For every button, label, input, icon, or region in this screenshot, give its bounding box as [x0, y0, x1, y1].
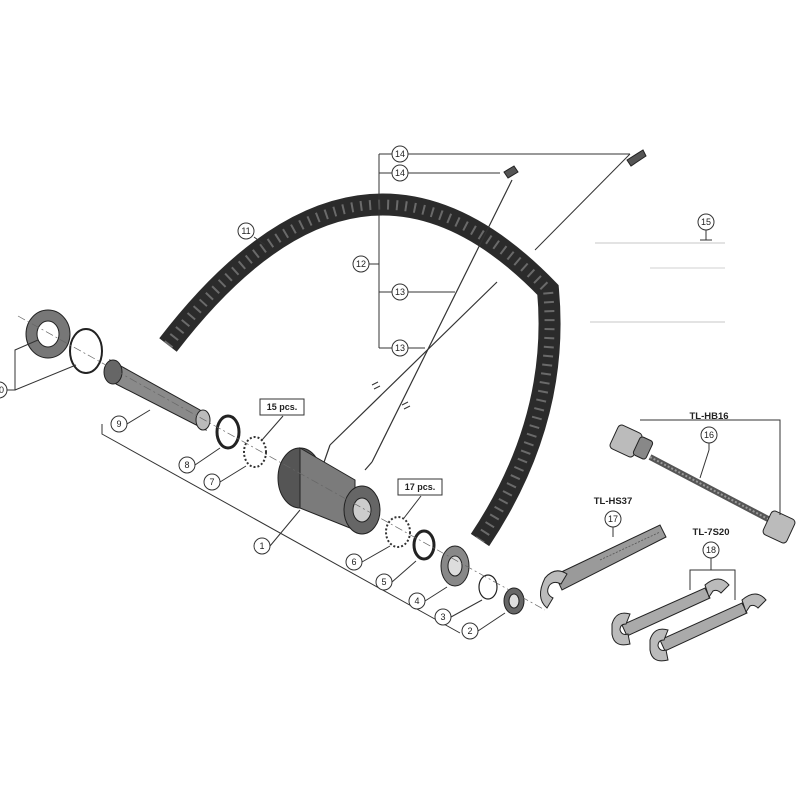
spokes	[321, 179, 513, 471]
ball-ring-17	[385, 516, 411, 548]
svg-text:15: 15	[701, 217, 711, 227]
svg-text:1: 1	[259, 541, 264, 551]
lock-ring	[25, 309, 71, 359]
cone	[440, 545, 470, 587]
callout-15: 15	[697, 213, 715, 231]
svg-text:17 pcs.: 17 pcs.	[405, 482, 436, 492]
svg-text:14: 14	[395, 149, 405, 159]
svg-text:2: 2	[467, 626, 472, 636]
hub-assembly	[17, 309, 546, 615]
tool-7s20	[611, 578, 767, 662]
callout-1: 1	[253, 537, 271, 555]
callout-18: 18	[702, 541, 720, 559]
quantity-box-17: 17 pcs.	[397, 478, 443, 496]
svg-text:10: 10	[0, 385, 4, 395]
tool-hs37	[540, 524, 667, 609]
svg-text:5: 5	[381, 577, 386, 587]
callout-3: 3	[434, 608, 452, 626]
nipple	[503, 165, 519, 179]
tool-label-hb16: TL-HB16	[689, 411, 728, 422]
svg-text:13: 13	[395, 343, 405, 353]
tool-label-hs37: TL-HS37	[594, 496, 633, 507]
callout-14-second: 14	[391, 164, 409, 182]
tool-hb16	[609, 424, 796, 544]
svg-text:14: 14	[395, 168, 405, 178]
svg-text:12: 12	[356, 259, 366, 269]
washer-5	[412, 529, 436, 561]
callout-4: 4	[408, 592, 426, 610]
callout-13-upper: 13	[391, 283, 409, 301]
callout-6: 6	[345, 553, 363, 571]
svg-text:7: 7	[209, 477, 214, 487]
svg-text:9: 9	[116, 419, 121, 429]
svg-text:13: 13	[395, 287, 405, 297]
lock-nut	[503, 587, 525, 615]
callout-14-top: 14	[391, 145, 409, 163]
spoke-marker	[401, 401, 411, 410]
callout-11: 11	[237, 222, 255, 240]
callout-8: 8	[178, 456, 196, 474]
nipple	[626, 149, 647, 167]
spacer-ring	[69, 328, 103, 374]
callout-9: 9	[110, 415, 128, 433]
rim	[159, 193, 561, 547]
spoke-marker	[371, 381, 381, 390]
callout-10: 10	[0, 381, 8, 399]
svg-text:18: 18	[706, 545, 716, 555]
svg-text:8: 8	[184, 460, 189, 470]
washer-8	[215, 414, 241, 450]
hub-shell	[277, 447, 381, 535]
tool-label-7s20: TL-7S20	[693, 527, 730, 538]
washer-3	[478, 574, 498, 600]
quantity-box-15: 15 pcs.	[259, 398, 305, 416]
svg-text:11: 11	[241, 226, 250, 236]
spoke	[329, 281, 498, 446]
callout-5: 5	[375, 573, 393, 591]
leader-lines	[6, 153, 781, 634]
freehub-body	[103, 359, 211, 431]
callout-7: 7	[203, 473, 221, 491]
nipples	[503, 149, 647, 179]
svg-text:4: 4	[414, 596, 419, 606]
spoke	[364, 461, 373, 471]
ball-ring-15	[243, 436, 267, 468]
svg-text:16: 16	[704, 430, 714, 440]
spoke	[371, 179, 513, 463]
svg-text:6: 6	[351, 557, 356, 567]
svg-text:15 pcs.: 15 pcs.	[267, 402, 298, 412]
callout-17: 17	[604, 510, 622, 528]
svg-text:17: 17	[608, 514, 618, 524]
callout-13-lower: 13	[391, 339, 409, 357]
callout-12: 12	[352, 255, 370, 273]
svg-text:3: 3	[440, 612, 445, 622]
callout-16: 16	[700, 426, 718, 444]
callout-2: 2	[461, 622, 479, 640]
